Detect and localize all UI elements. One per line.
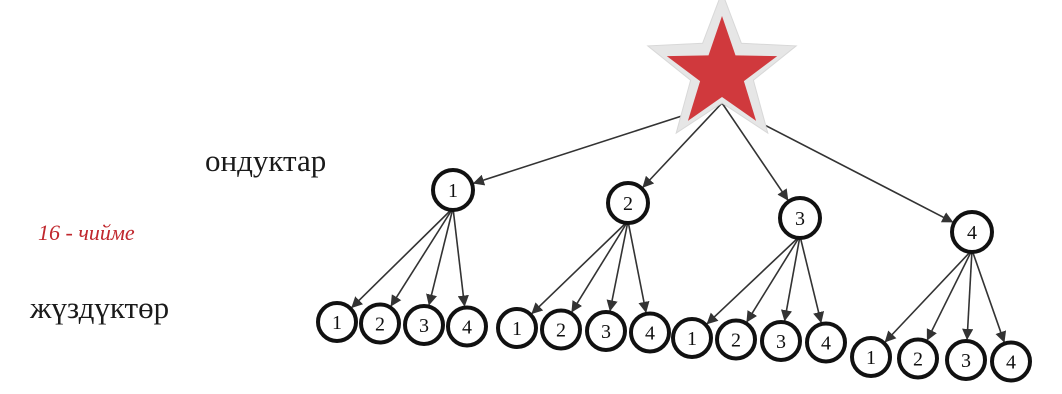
edge-l2-1-2 <box>390 207 454 307</box>
hundreds-node-3-2-label: 2 <box>731 330 741 352</box>
hundreds-node-3-4-circle <box>805 321 847 364</box>
hundreds-node-1-4: 4 <box>446 305 488 348</box>
hundreds-node-3-2: 2 <box>715 318 757 361</box>
hundreds-node-1-1-label: 1 <box>332 312 342 334</box>
edge-l2-2-4 <box>627 220 650 313</box>
hundreds-node-3-3: 3 <box>760 320 802 362</box>
edge-l1-2 <box>642 102 723 188</box>
edge-l2-1-1 <box>351 207 454 309</box>
tens-node-1-label: 1 <box>448 180 458 202</box>
hundreds-node-1-3-circle <box>403 304 445 346</box>
tens-node-3: 3 <box>778 196 822 240</box>
edge-l2-4-2 <box>926 249 973 341</box>
hundreds-node-3-1-label: 1 <box>687 328 697 350</box>
tens-node-3-circle <box>778 196 822 240</box>
hundreds-node-3-4-label: 4 <box>821 333 831 355</box>
hundreds-node-2-3-label: 3 <box>601 321 611 343</box>
tens-node-1-circle <box>431 168 475 212</box>
hundreds-node-2-1-label: 1 <box>512 318 522 340</box>
hundreds-node-3-3-circle <box>760 320 802 362</box>
tens-node-4: 4 <box>950 210 994 254</box>
tens-node-4-label: 4 <box>967 222 977 244</box>
edge-l2-3-3 <box>780 235 801 322</box>
hundreds-node-4-2: 2 <box>897 337 939 380</box>
hundreds-node-2-2-circle <box>540 308 582 351</box>
hundreds-node-2-4: 4 <box>629 311 671 354</box>
hundreds-node-4-4: 4 <box>990 340 1032 383</box>
hundreds-node-2-4-circle <box>629 311 671 354</box>
tens-node-4-circle <box>950 210 994 254</box>
hundreds-node-3-1: 1 <box>671 317 713 359</box>
hundreds-node-2-3-circle <box>585 310 627 352</box>
hundreds-node-4-3-circle <box>945 339 987 381</box>
hundreds-node-1-4-label: 4 <box>462 317 472 339</box>
hundreds-node-1-2-circle <box>359 302 401 345</box>
hundreds-label: жүздүктөр <box>30 290 170 325</box>
hundreds-node-2-2-label: 2 <box>556 320 566 342</box>
hundreds-node-4-3: 3 <box>945 339 987 381</box>
tens-node-2: 2 <box>606 181 650 225</box>
tens-node-3-label: 3 <box>795 208 805 230</box>
hundreds-node-4-1-circle <box>850 336 892 378</box>
hundreds-node-3-2-circle <box>715 318 757 361</box>
hundreds-node-1-3: 3 <box>403 304 445 346</box>
edge-l2-3-1 <box>706 235 801 325</box>
star-icon <box>646 0 798 135</box>
edge-l2-2-1 <box>531 220 629 315</box>
edge-l2-1-3 <box>426 207 454 306</box>
edge-l2-3-4 <box>799 235 825 324</box>
edge-l2-4-3 <box>962 249 974 341</box>
hundreds-node-2-1: 1 <box>496 307 538 349</box>
hundreds-node-1-2: 2 <box>359 302 401 345</box>
hundreds-node-2-3: 3 <box>585 310 627 352</box>
hundreds-node-1-2-label: 2 <box>375 314 385 336</box>
edge-l2-4-1 <box>884 249 973 343</box>
tens-label: ондуктар <box>205 143 327 178</box>
edge-l2-2-2 <box>571 220 629 313</box>
edge-l1-3 <box>721 102 789 201</box>
hundreds-node-4-4-circle <box>990 340 1032 383</box>
figure-caption: 16 - чийме <box>38 220 135 245</box>
edge-l2-4-4 <box>971 249 1007 343</box>
hundreds-node-4-2-label: 2 <box>913 349 923 371</box>
tree-edges <box>351 102 1007 343</box>
hundreds-node-3-1-circle <box>671 317 713 359</box>
tens-node-2-label: 2 <box>623 193 633 215</box>
hundreds-node-4-4-label: 4 <box>1006 352 1016 374</box>
hundreds-node-4-2-circle <box>897 337 939 380</box>
hundreds-node-4-1: 1 <box>850 336 892 378</box>
edge-l2-2-3 <box>606 220 629 312</box>
hundreds-node-4-1-label: 1 <box>866 347 876 369</box>
tens-node-1: 1 <box>431 168 475 212</box>
tree-nodes: 1 1 2 3 4 2 1 2 3 4 3 1 2 3 4 4 1 2 3 4 <box>316 168 1032 383</box>
hundreds-node-1-4-circle <box>446 305 488 348</box>
edge-l2-1-4 <box>452 207 469 307</box>
hundreds-node-1-1-circle <box>316 301 358 343</box>
hundreds-node-1-3-label: 3 <box>419 315 429 337</box>
hundreds-node-2-1-circle <box>496 307 538 349</box>
hundreds-node-4-3-label: 3 <box>961 350 971 372</box>
edge-l2-3-2 <box>746 235 801 323</box>
hundreds-node-3-3-label: 3 <box>776 331 786 353</box>
hundreds-node-2-2: 2 <box>540 308 582 351</box>
tens-node-2-circle <box>606 181 650 225</box>
hundreds-node-2-4-label: 4 <box>645 323 655 345</box>
hundreds-node-3-4: 4 <box>805 321 847 364</box>
hundreds-node-1-1: 1 <box>316 301 358 343</box>
